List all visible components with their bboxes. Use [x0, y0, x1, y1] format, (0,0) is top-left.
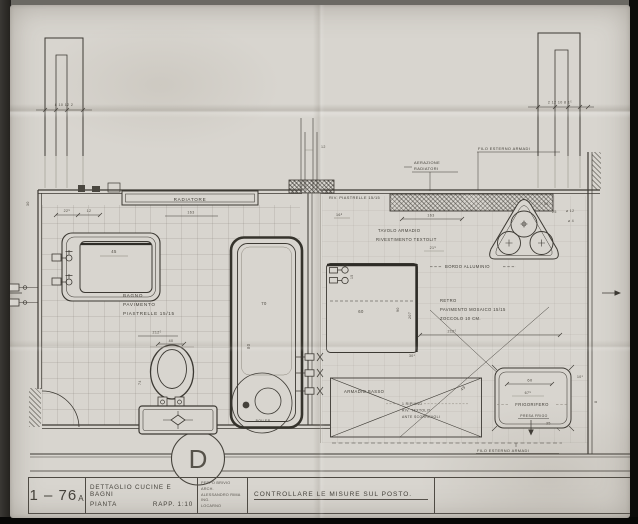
dim-ksink-v2: 207: [408, 312, 412, 319]
burner-top: [510, 210, 538, 238]
backdrop-edge-top: [0, 0, 638, 6]
dim-wall-tile: 16⁵: [336, 213, 343, 217]
dim-wall-r2: 8: [594, 401, 598, 403]
burner-right: [529, 231, 554, 255]
retro-note: RETRO PAVIMENTO MOSAICO 15/15 ZOCCOLO 10…: [440, 298, 506, 321]
dim-col-right: 2 12 10 8 1⁵: [548, 101, 572, 105]
dim-bath-w: 212⁵: [152, 331, 161, 335]
alu-edge-label: BORDO ALLUMINIO: [445, 264, 490, 269]
vent-label-2: RADIATORI: [414, 166, 438, 171]
section-band: D: [30, 431, 630, 486]
counter-note: TAVOLO ARMADIO RIVESTIMENTO TEXTOLIT 21⁵: [376, 228, 444, 252]
dim-wc-d: 74: [138, 380, 142, 385]
kitchen-width-dim: 212⁵ 30⁵: [409, 330, 563, 358]
bathtub: 70 80 BOILER: [229, 236, 324, 434]
wash-basin: 45: [51, 232, 161, 302]
counter-label-2: RIVESTIMENTO TEXTOLIT: [376, 237, 437, 242]
shelf-label-2: RIV. TEXTOLIT: [402, 409, 431, 413]
dim-diag: 49: [459, 385, 466, 392]
boiler-circle: [231, 372, 293, 434]
section-marker-letter: D: [189, 444, 208, 474]
retro-label-3: ZOCCOLO 10 CM.: [440, 316, 481, 321]
alu-edge-note: BORDO ALLUMINIO: [430, 264, 516, 269]
dim-bath-b: 12: [87, 209, 92, 213]
shelf-label-3: ANTE SCORREVOLI: [402, 415, 440, 419]
dim-kit-w: 212⁵: [447, 330, 456, 334]
fridge: 60 67⁵ FRIGORIFERO PRESA FRIGO 35: [491, 364, 575, 436]
dim-wc-w: 40: [169, 339, 174, 343]
fridge-socket-label: PRESA FRIGO: [520, 414, 547, 418]
kitchen-top-dim: 163: [399, 214, 465, 222]
bath-label-3: PIASTRELLE 15/15: [123, 311, 175, 316]
reference-arrow-left: [10, 292, 22, 294]
cooktop: 55 25 ⌀ 12 ⌀ 4: [489, 199, 574, 260]
dim-ksink-v1: 90: [396, 307, 400, 312]
dim-col-left: 8 10 12 2: [55, 103, 74, 107]
low-cabinet: ARMADIO BASSO 1 RIPIANO RIV. TEXTOLIT AN…: [330, 377, 482, 438]
dim-ksink-w: 60: [358, 309, 364, 314]
reference-arrow-right: [602, 290, 621, 296]
dim-stove-c: ⌀ 12: [566, 209, 574, 213]
wall-column-detail-left: 8 10 12 2: [36, 37, 92, 188]
dim-basin-width: 45: [111, 249, 117, 254]
radiator-label: RADIATORE: [174, 197, 207, 202]
dim-bath-a: 22⁵: [64, 209, 71, 213]
tub-taps: [296, 352, 324, 396]
retro-label-1: RETRO: [440, 298, 457, 303]
backdrop-edge-left: [0, 0, 11, 524]
retro-label-2: PAVIMENTO MOSAICO 15/15: [440, 307, 506, 312]
boiler-label: BOILER: [256, 419, 271, 423]
dim-kit-len: 163: [427, 214, 434, 218]
wall-column-detail-right: 2 12 10 8 1⁵: [528, 32, 594, 188]
bathroom-label: BAGNO PAVIMENTO PIASTRELLE 15/15: [123, 293, 175, 316]
backdrop-edge-bottom: [0, 517, 638, 524]
dim-wall-r1: 10⁵: [577, 375, 584, 379]
outer-line-bottom-label: FILO ESTERNO ARMADI: [477, 448, 529, 453]
bath-top-dimensions: 22⁵ 12 163 30: [26, 182, 218, 218]
riser-pipes: 12: [300, 118, 326, 190]
toilet-cistern: [138, 405, 218, 435]
dim-stove-d: ⌀ 4: [568, 219, 574, 223]
supply-fittings-left: [10, 283, 38, 307]
cabinet-outer-line-bottom: FILO ESTERNO ARMADI: [332, 442, 562, 454]
wall-tile-dim: 16⁵: [334, 213, 350, 219]
bath-label-2: PAVIMENTO: [123, 302, 156, 307]
dim-stove-a: 55: [544, 202, 549, 206]
dim-bath-len: 163: [187, 211, 194, 215]
backdrop-edge-right: [629, 0, 638, 524]
bath-width-dimensions: 212⁵ 40: [138, 331, 187, 347]
vent-note: AERAZIONE RADIATORI: [404, 160, 458, 191]
dim-left-h: 30: [26, 201, 30, 206]
wall-fixture-b: [92, 186, 100, 192]
plan-linework: 8 10 12 2 2 12 10 8 1⁵ 12: [10, 32, 630, 486]
vent-label-1: AERAZIONE: [414, 160, 440, 165]
low-cabinet-label: ARMADIO BASSO: [344, 389, 385, 394]
dim-fridge-b: 67⁵: [525, 391, 532, 395]
kitchen-sink: 15 60: [326, 263, 418, 353]
drawing-sheet: 8 10 12 2 2 12 10 8 1⁵ 12: [10, 5, 630, 518]
counter-label-1: TAVOLO ARMADIO: [378, 228, 421, 233]
dim-tub-w: 70: [261, 301, 267, 306]
fridge-label: FRIGORIFERO: [515, 402, 549, 407]
wall-fixture-c: [107, 182, 121, 193]
dim-stove-b: 25: [552, 210, 557, 214]
dim-zoccolo: 30⁵: [409, 354, 416, 358]
dim-counter-t: 21⁵: [430, 246, 437, 250]
burner-left: [497, 231, 521, 255]
toilet: 74: [138, 344, 218, 435]
dim-sink-tap: 15: [350, 274, 354, 279]
shelf-label-1: 1 RIPIANO: [402, 402, 422, 406]
cabinet-outer-line-top: FILO ESTERNO ARMADI: [477, 146, 560, 190]
outer-line-top-label: FILO ESTERNO ARMADI: [478, 146, 530, 151]
dim-tub-l: 80: [246, 343, 251, 349]
radiator: RADIATORE: [121, 190, 259, 206]
wall-tiles-label: RIV. PIASTRELLE 15/15: [329, 195, 380, 200]
dim-socket: 35: [546, 422, 551, 426]
bath-label-1: BAGNO: [123, 293, 143, 298]
dim-pipe: 12: [321, 145, 326, 149]
dim-fridge-a: 60: [527, 378, 533, 383]
wall-fixture-a: [78, 185, 85, 192]
